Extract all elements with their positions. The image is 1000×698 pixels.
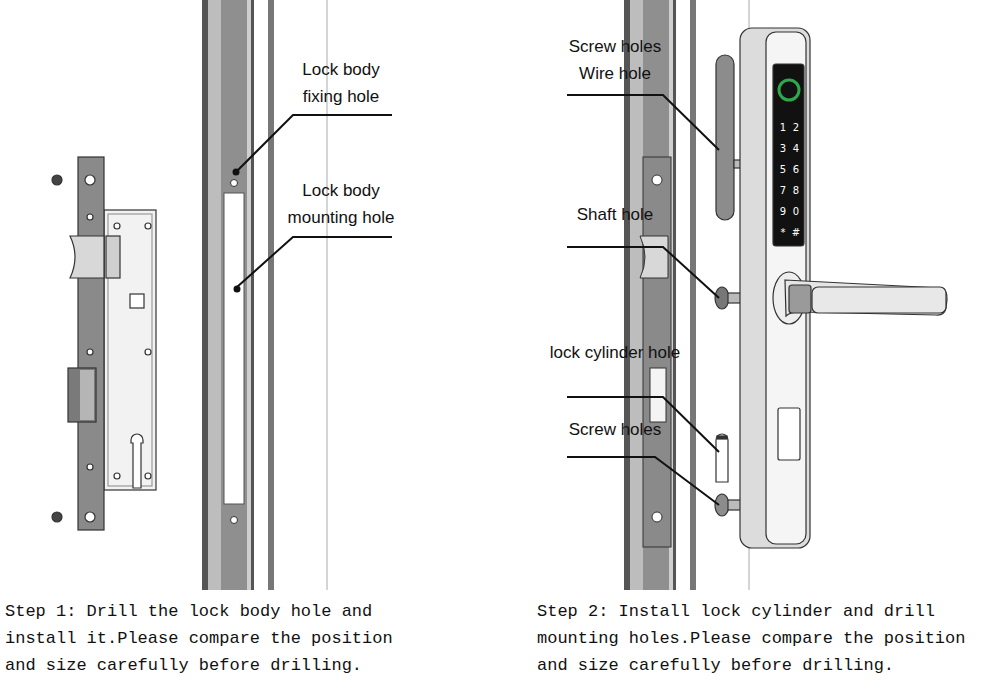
keypad-digit: # (790, 227, 802, 239)
step-instruction: Step 1: Drill the lock body hole and ins… (5, 598, 425, 679)
keypad-digit: * (777, 227, 789, 239)
keypad-digit: 2 (790, 122, 802, 134)
leader-line (567, 95, 719, 505)
keypad-digit: 1 (777, 122, 789, 134)
keypad-digit: 4 (790, 143, 802, 155)
lock-body (52, 157, 156, 530)
callout-label: Shaft hole (540, 201, 690, 228)
callout-label: Screw holes (540, 33, 690, 60)
keypad-digit: 7 (777, 185, 789, 197)
keypad-digit: 5 (777, 164, 789, 176)
keypad-digit: 6 (790, 164, 802, 176)
leader-line (234, 115, 393, 292)
callout-label: Wire hole (540, 60, 690, 87)
door-profile (624, 0, 749, 590)
callout-label: Screw holes (540, 416, 690, 443)
keypad-digit: 0 (790, 206, 802, 218)
keypad-digit: 3 (777, 143, 789, 155)
step-instruction: Step 2: Install lock cylinder and drill … (537, 598, 987, 679)
callout-label: Lock body mounting hole (276, 177, 406, 231)
callout-label: Lock body fixing hole (281, 56, 401, 110)
smart-lock (740, 28, 947, 548)
callout-label: lock cylinder hole (540, 339, 690, 366)
keypad-digit: 8 (790, 185, 802, 197)
keypad-digit: 9 (777, 206, 789, 218)
